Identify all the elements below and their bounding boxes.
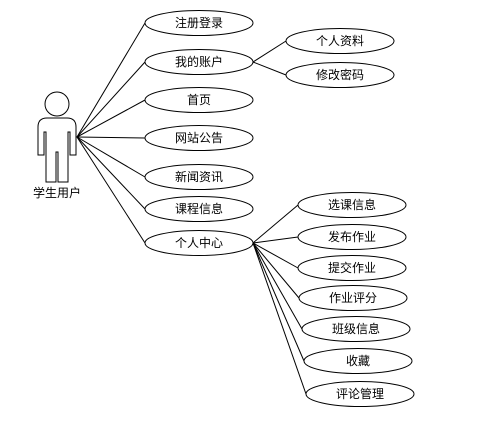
use-case-profile: 个人资料 [285,28,395,54]
use-case-site-announcements: 网站公告 [144,125,254,151]
use-case-ellipse [297,224,407,250]
use-case-ellipse [305,381,415,407]
use-case-ellipse [144,10,254,36]
account-associations [252,40,287,76]
use-case-label: 课程信息 [175,201,223,216]
use-case-register-login: 注册登录 [144,10,254,36]
association-line [252,242,307,395]
use-case-label: 修改密码 [316,67,364,82]
association-line [76,136,146,178]
use-case-ellipse [285,28,395,54]
association-line [76,136,146,210]
use-case-ellipse [298,285,408,311]
use-case-ellipse [144,196,254,222]
association-line [76,99,146,138]
use-case-home: 首页 [144,87,254,113]
actor-head [44,91,70,117]
use-case-label: 提交作业 [328,260,376,275]
use-case-label: 评论管理 [336,386,384,401]
association-line [76,136,146,139]
use-case-ellipse [297,255,407,281]
main-use-cases: 注册登录 我的账户 首页 网站公告 新闻资讯 课程信息 个人中心 [144,10,254,256]
association-line [76,136,146,244]
association-line [252,204,299,244]
use-case-ellipse [144,125,254,151]
use-case-class-info: 班级信息 [301,316,411,342]
use-case-label: 个人中心 [175,235,223,250]
actor-student-user: 学生用户 [33,91,81,200]
use-case-label: 我的账户 [175,54,223,69]
use-case-personal-center: 个人中心 [144,230,254,256]
use-case-label: 首页 [187,93,211,107]
actor-body [37,117,77,183]
use-case-label: 收藏 [346,354,370,368]
use-case-ellipse [144,164,254,190]
use-case-course-info: 课程信息 [144,196,254,222]
association-line [252,242,305,362]
use-case-label: 注册登录 [175,15,223,30]
actor-associations [76,22,146,244]
use-case-publish-assignment: 发布作业 [297,224,407,250]
association-line [76,22,146,138]
use-case-assignment-grading: 作业评分 [298,285,408,311]
use-case-ellipse [297,192,407,218]
use-case-favorites: 收藏 [303,348,413,374]
use-case-submit-assignment: 提交作业 [297,255,407,281]
account-sub-use-cases: 个人资料 修改密码 [285,28,395,88]
use-case-ellipse [285,62,395,88]
use-case-label: 发布作业 [328,229,376,244]
use-case-my-account: 我的账户 [144,49,254,75]
use-case-label: 网站公告 [175,131,223,145]
use-case-comment-management: 评论管理 [305,381,415,407]
association-line [252,242,299,269]
use-case-change-password: 修改密码 [285,62,395,88]
use-case-ellipse [301,316,411,342]
use-case-course-selection: 选课信息 [297,192,407,218]
association-line [252,236,299,244]
use-case-label: 班级信息 [332,321,380,336]
use-case-ellipse [144,49,254,75]
use-case-label: 选课信息 [328,197,376,212]
association-line [252,242,300,299]
personal-center-sub-use-cases: 选课信息 发布作业 提交作业 作业评分 班级信息 收藏 评论管理 [297,192,415,407]
use-case-label: 作业评分 [329,291,377,305]
use-case-news: 新闻资讯 [144,164,254,190]
association-line [76,61,146,138]
personal-center-associations [252,204,307,395]
association-line [252,61,287,76]
use-case-ellipse [144,87,254,113]
use-case-label: 个人资料 [316,34,364,48]
use-case-ellipse [303,348,413,374]
use-case-ellipse [144,230,254,256]
use-case-label: 新闻资讯 [175,169,223,184]
association-line [252,40,287,63]
association-line [252,242,303,330]
actor-label: 学生用户 [33,185,81,200]
